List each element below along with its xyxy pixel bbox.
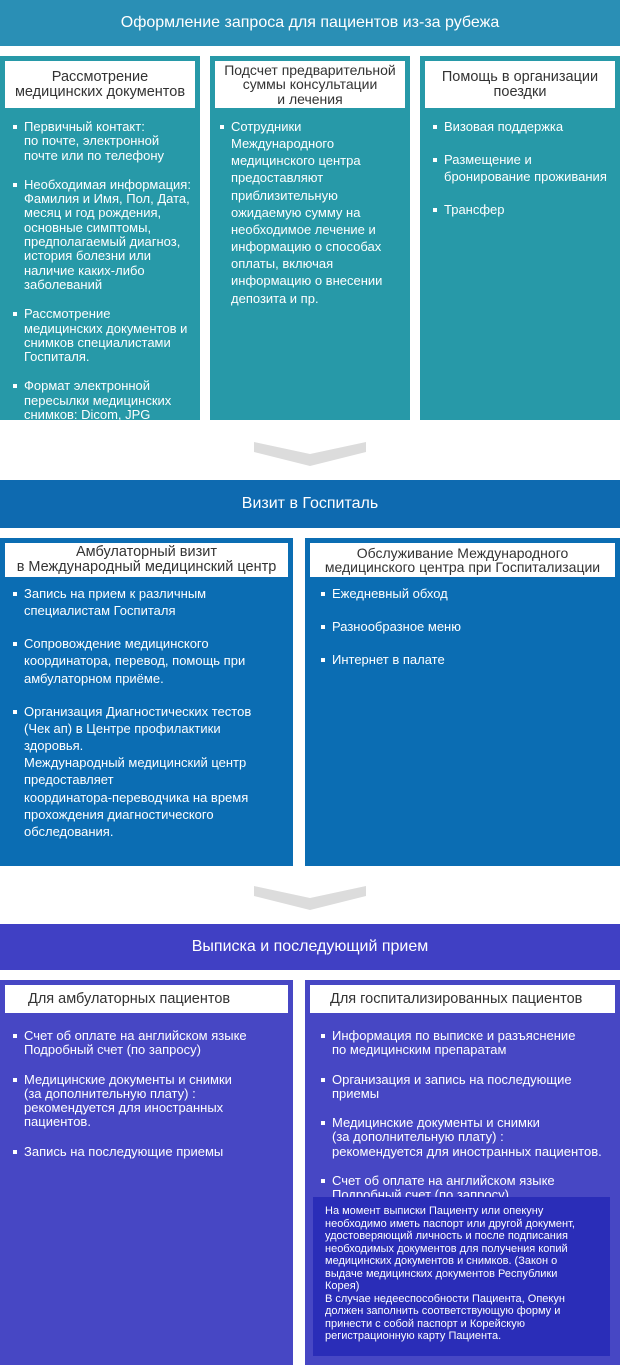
section2-header: Визит в Госпиталь bbox=[0, 480, 620, 528]
section1-header: Оформление запроса для пациентов из-за р… bbox=[0, 0, 620, 46]
section3-header: Выписка и последующий прием bbox=[0, 924, 620, 970]
list-item: Медицинские документы и снимки (за допол… bbox=[13, 1072, 288, 1130]
section1-col1-title: Рассмотрение медицинских документов bbox=[5, 61, 195, 108]
section1-col2-list: Сотрудники Международного медицинского ц… bbox=[220, 118, 405, 323]
list-item: Сопровождение медицинского координатора,… bbox=[13, 635, 288, 686]
section1-col3-panel: Помощь в организации поездки Визовая под… bbox=[420, 56, 620, 420]
section2-col2-list: Ежедневный обход Разнообразное меню Инте… bbox=[321, 585, 611, 684]
list-item: Рассмотрение медицинских документов и сн… bbox=[13, 307, 198, 364]
section3-col1-list: Счет об оплате на английском языке Подро… bbox=[13, 1028, 288, 1174]
discharge-note: На момент выписки Пациенту или опекуну н… bbox=[313, 1197, 610, 1356]
section2-title: Визит в Госпиталь bbox=[241, 495, 379, 512]
section3-col2-panel: Для госпитализированных пациентов Информ… bbox=[305, 980, 620, 1365]
section1-col1-panel: Рассмотрение медицинских документов Перв… bbox=[0, 56, 200, 422]
list-item: Сотрудники Международного медицинского ц… bbox=[220, 118, 405, 307]
list-item: Визовая поддержка bbox=[433, 118, 618, 135]
list-item: Организация и запись на последующие прие… bbox=[321, 1072, 615, 1102]
list-item: Информация по выписке и разъяснение по м… bbox=[321, 1028, 615, 1058]
section3-col1-title: Для амбулаторных пациентов bbox=[5, 985, 288, 1013]
list-item: Трансфер bbox=[433, 201, 618, 218]
section2-col2-title: Обслуживание Международного медицинского… bbox=[310, 543, 615, 577]
chevron-down-icon bbox=[254, 886, 366, 910]
list-item: Необходимая информация: Фамилия и Имя, П… bbox=[13, 177, 198, 292]
section2-col2-panel: Обслуживание Международного медицинского… bbox=[305, 538, 620, 866]
list-item: Запись на последующие приемы bbox=[13, 1144, 288, 1159]
section1-col2-panel: Подсчет предварительной суммы консультац… bbox=[210, 56, 410, 420]
list-item: Ежедневный обход bbox=[321, 585, 611, 602]
section1-col2-title: Подсчет предварительной суммы консультац… bbox=[215, 61, 405, 108]
list-item: Организация Диагностических тестов (Чек … bbox=[13, 703, 288, 840]
chevron-down-icon bbox=[254, 442, 366, 466]
list-item: Запись на прием к различным специалистам… bbox=[13, 585, 288, 619]
list-item: Счет об оплате на английском языке Подро… bbox=[13, 1028, 288, 1058]
section1-col3-title: Помощь в организации поездки bbox=[425, 61, 615, 108]
list-item: Интернет в палате bbox=[321, 651, 611, 668]
list-item: Медицинские документы и снимки (за допол… bbox=[321, 1116, 615, 1159]
section3-col2-list: Информация по выписке и разъяснение по м… bbox=[321, 1028, 615, 1218]
section2-col1-title: Амбулаторный визит в Международный медиц… bbox=[5, 543, 288, 577]
section3-col2-title: Для госпитализированных пациентов bbox=[310, 985, 615, 1013]
section3-title: Выписка и последующий прием bbox=[191, 938, 429, 955]
section1-col3-list: Визовая поддержка Размещение и бронирова… bbox=[433, 118, 618, 235]
list-item: Первичный контакт: по почте, электронной… bbox=[13, 119, 198, 163]
list-item: Размещение и бронирование проживания bbox=[433, 151, 618, 185]
section1-title: Оформление запроса для пациентов из-за р… bbox=[120, 14, 500, 31]
section2-col1-panel: Амбулаторный визит в Международный медиц… bbox=[0, 538, 293, 866]
section2-col1-list: Запись на прием к различным специалистам… bbox=[13, 585, 288, 856]
list-item: Разнообразное меню bbox=[321, 618, 611, 635]
list-item: Формат электронной пересылки медицинских… bbox=[13, 379, 198, 422]
section1-col1-list: Первичный контакт: по почте, электронной… bbox=[13, 119, 198, 437]
section3-col1-panel: Для амбулаторных пациентов Счет об оплат… bbox=[0, 980, 293, 1365]
